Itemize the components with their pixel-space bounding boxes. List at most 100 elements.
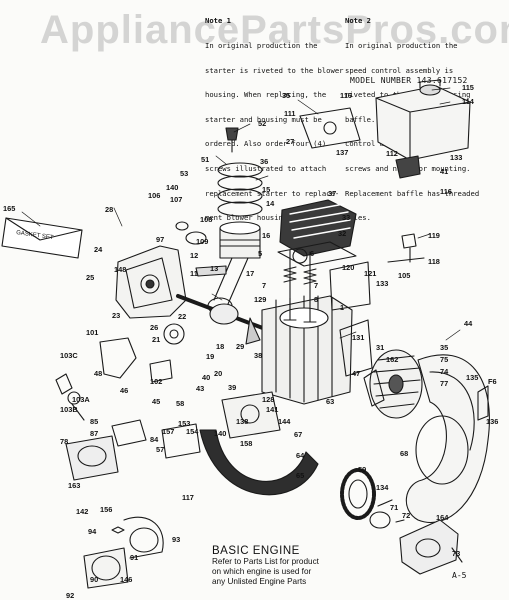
callout-164: 164 — [436, 513, 449, 522]
callout-97: 97 — [156, 235, 164, 244]
callout-102: 102 — [150, 377, 162, 386]
note-1-line: ment blower housing. — [205, 213, 292, 223]
callout-72: 72 — [402, 511, 410, 520]
callout-19: 19 — [206, 352, 214, 361]
blower-housing — [405, 354, 490, 523]
callout-116b: 116 — [440, 187, 452, 196]
callout-128: 128 — [262, 395, 274, 404]
callout-105: 105 — [398, 271, 410, 280]
callout-12: 12 — [190, 251, 198, 260]
callout-52: 52 — [258, 119, 266, 128]
note-1-line: In original production the — [205, 41, 318, 51]
callout-120: 120 — [342, 263, 354, 272]
callout-35b: 35 — [440, 343, 448, 352]
note-1-line: housing. When replacing, the — [205, 90, 327, 100]
callout-93: 93 — [172, 535, 180, 544]
callout-28: 28 — [105, 205, 113, 214]
callout-103b: 103B — [60, 405, 78, 414]
callout-165: 165 — [3, 204, 15, 213]
note-2-title: Note 2 — [345, 16, 371, 26]
callout-14: 14 — [266, 199, 275, 208]
callout-129: 129 — [254, 295, 266, 304]
callout-32: 32 — [338, 229, 346, 238]
callout-13: 13 — [210, 264, 218, 273]
starter-pulley — [369, 499, 405, 529]
callout-87: 87 — [90, 429, 98, 438]
callout-64: 64 — [296, 451, 305, 460]
callout-133b: 133 — [450, 153, 462, 162]
callout-114: 114 — [462, 97, 475, 106]
callout-57: 57 — [156, 445, 164, 454]
callout-146: 146 — [120, 575, 132, 584]
callout-1: 1 — [340, 303, 344, 312]
callout-46: 46 — [120, 386, 128, 395]
crankcase-base — [199, 429, 319, 496]
note-2-line: Replacement baffle has threaded — [345, 188, 480, 198]
piston-rings — [217, 162, 263, 217]
callout-94: 94 — [88, 527, 97, 536]
callout-8: 8 — [314, 295, 318, 304]
callout-27: 27 — [286, 137, 294, 146]
callout-109: 109 — [196, 237, 208, 246]
callout-108: 108 — [200, 215, 212, 224]
note-1-line: ordered. Also order four (4) — [205, 139, 327, 149]
callout-39: 39 — [228, 383, 236, 392]
watermark: AppliancePartsPros.com — [40, 8, 509, 52]
callout-47: 47 — [352, 369, 360, 378]
callout-103c: 103C — [60, 351, 78, 360]
callout-111: 111 — [284, 109, 296, 118]
callout-78: 78 — [60, 437, 68, 446]
callout-141: 141 — [266, 405, 278, 414]
callout-65: 65 — [296, 471, 304, 480]
callout-142: 142 — [76, 507, 88, 516]
callout-156: 156 — [100, 505, 112, 514]
callout-71: 71 — [390, 503, 398, 512]
air-cleaner-plate — [299, 107, 361, 149]
cylinder-block — [261, 295, 373, 405]
callout-107: 107 — [170, 195, 182, 204]
callout-44: 44 — [464, 319, 473, 328]
caption-line: any Unlisted Engine Parts — [212, 577, 307, 586]
cam-gear — [163, 323, 185, 345]
note-1-line: starter is riveted to the blower — [205, 65, 344, 75]
crankshaft — [176, 294, 270, 345]
diagram-caption: BASIC ENGINE Refer to Parts List for pro… — [212, 545, 319, 587]
callout-75: 75 — [440, 355, 448, 364]
callout-11: 11 — [190, 269, 198, 278]
callout-35a: 35 — [282, 91, 290, 100]
callout-153: 153 — [178, 419, 190, 428]
callout-163: 163 — [68, 481, 80, 490]
callout-21: 21 — [152, 335, 160, 344]
callout-74: 74 — [440, 367, 449, 376]
ring-gear — [340, 468, 376, 520]
model-number: MODEL NUMBER 143.617152 — [350, 76, 468, 85]
callout-154: 154 — [186, 427, 199, 436]
callout-48: 48 — [94, 369, 102, 378]
callout-16: 16 — [262, 231, 270, 240]
callout-17: 17 — [246, 269, 254, 278]
callout-f6: F6 — [488, 377, 497, 386]
callout-7b: 7 — [314, 281, 318, 290]
callout-144: 144 — [278, 417, 291, 426]
callout-25: 25 — [86, 273, 94, 282]
callout-63: 63 — [326, 397, 334, 406]
callout-106: 106 — [148, 191, 160, 200]
callout-51: 51 — [201, 155, 209, 164]
callout-137: 137 — [336, 148, 348, 157]
leader-lines — [21, 87, 461, 341]
callout-157: 157 — [162, 427, 174, 436]
callout-36: 36 — [260, 157, 268, 166]
callout-24: 24 — [94, 245, 103, 254]
spark-plug — [225, 127, 239, 153]
breather-plate — [329, 261, 371, 311]
callout-131: 131 — [352, 333, 364, 342]
callout-73: 73 — [452, 549, 460, 558]
cylinder-head — [279, 199, 357, 257]
callout-118: 118 — [428, 257, 440, 266]
callout-7a: 7 — [262, 281, 266, 290]
fuel-tank — [375, 79, 471, 161]
piston — [219, 221, 261, 259]
callout-26: 26 — [150, 323, 158, 332]
